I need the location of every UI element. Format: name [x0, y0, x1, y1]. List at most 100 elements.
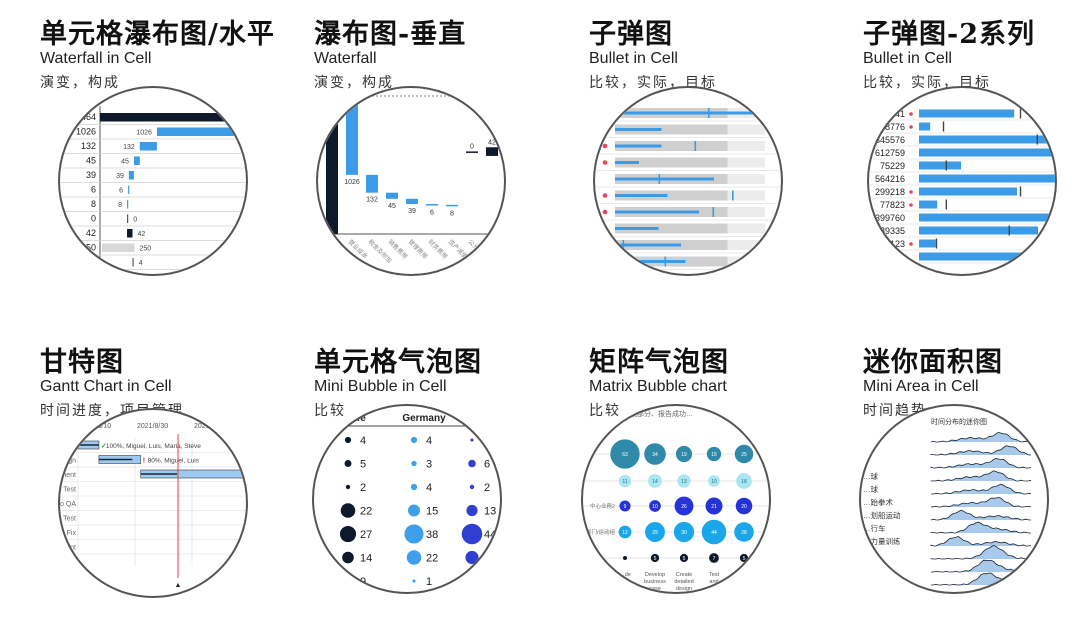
bubble-value: 63 [622, 452, 628, 458]
bubble-value: 30 [681, 530, 687, 536]
column-label: and [709, 579, 718, 585]
bullet-range-inner [615, 141, 728, 151]
bubble-value: 19 [681, 452, 687, 458]
matrix-bubble [709, 553, 719, 563]
bubble-value: 44 [711, 530, 717, 536]
bullet-actual-bar [919, 135, 1050, 144]
matrix-bubble [673, 521, 695, 543]
waterfall-bar [102, 243, 135, 252]
bullet-actual-bar [615, 210, 699, 214]
column-label: Develop [645, 572, 665, 578]
bubble-value: 22 [360, 506, 372, 518]
task-label: Test [63, 516, 76, 523]
bullet-actual-bar [615, 111, 758, 115]
bullet-actual-bar [919, 109, 1015, 118]
bullet-range-inner [615, 223, 728, 234]
column-label: design [676, 586, 692, 592]
row-value: 6 [91, 185, 96, 195]
row-label: …跆拳术 [863, 497, 893, 507]
bullet-actual-bar [919, 239, 936, 248]
card-subtitle: Bullet in Cell [863, 50, 952, 67]
matrix-bubble [679, 553, 689, 563]
bubble [410, 483, 418, 491]
card-bullet: 子弹图 Bullet in Cell 比较，实际，目标 [589, 6, 859, 296]
card-subtitle: Matrix Bubble chart [589, 378, 727, 395]
bubble-value: 27 [360, 529, 372, 541]
today-marker-icon: ▲ [175, 582, 182, 589]
bubble-value: 14 [652, 479, 658, 485]
bar-label: 45 [388, 203, 396, 210]
waterfall-bar [426, 204, 438, 206]
bullet-target-marker [935, 238, 938, 249]
card-waterfall-horizontal: 单元格瀑布图/水平 Waterfall in Cell 演变，构成 (亿)146… [40, 6, 310, 296]
row-label: …划船运动 [863, 510, 901, 520]
bullet-2-series-chart: 计378741168776345576612759752295642162992… [869, 96, 1055, 264]
bubble-value: 4 [426, 435, 432, 447]
bubble-value: 13 [681, 479, 687, 485]
alert-dot-icon [909, 242, 913, 246]
bubble-value: 9 [360, 576, 366, 588]
bubble-value: 11 [622, 479, 627, 485]
bubble [411, 460, 417, 467]
waterfall-bar [127, 200, 129, 209]
bubble-value: 12 [622, 530, 628, 536]
waterfall-bar [127, 229, 133, 238]
card-subtitle: Waterfall [314, 50, 377, 67]
bubble-value: 10 [652, 504, 658, 510]
waterfall-bar [326, 88, 338, 234]
waterfall-bar [133, 156, 140, 165]
bubble-value: 2 [360, 482, 366, 494]
bubble-value: 25 [741, 452, 747, 458]
bullet-actual-bar [615, 243, 681, 247]
date-tick: 2021/9/19 [194, 423, 225, 430]
bubble-value: 6 [484, 459, 490, 471]
row-value: 168776 [875, 122, 905, 132]
column-label: Test [709, 572, 720, 578]
column-label: detailed [674, 579, 693, 585]
card-description: 比较 [314, 403, 346, 419]
area-fill [931, 510, 1031, 520]
bullet-actual-bar [919, 174, 1055, 183]
row-value: 564216 [875, 174, 905, 184]
task-label: nt [70, 545, 76, 552]
bubble [344, 460, 352, 467]
waterfall-bar [466, 151, 478, 153]
mini-area-chart: 时间分布的迷你图…球…球…跆拳术…划船运动…行车…力量训练 [863, 417, 1032, 586]
bubble [407, 504, 421, 517]
matrix-bubble [618, 474, 632, 488]
matrix-bubble [701, 519, 727, 545]
bullet-actual-bar [615, 194, 668, 197]
matrix-bubble [735, 497, 753, 515]
bullet-chart [595, 108, 781, 270]
mini-bubble-chart: …e4522227149Germany4341538221Japan162134… [314, 413, 500, 588]
bubble-value: 5 [654, 556, 657, 562]
bullet-target-marker [622, 240, 625, 250]
bar-label: 1026 [344, 179, 360, 186]
area-line [930, 572, 1032, 586]
bullet-actual-bar [919, 226, 1038, 235]
bubble-value: 4 [426, 482, 432, 494]
bubble-value: 2 [484, 482, 490, 494]
bubble-value: 5 [743, 556, 746, 562]
column-label: business [644, 579, 666, 585]
header-label: 计 [873, 96, 881, 106]
bullet-target-marker [658, 174, 661, 184]
matrix-bubble [706, 446, 722, 462]
bar-label: 6 [119, 188, 123, 195]
row-label: …球 [863, 471, 879, 481]
header-label: (亿) [62, 98, 76, 108]
alert-dot-icon [909, 125, 913, 129]
bullet-actual-bar [615, 177, 714, 181]
waterfall-bar [346, 88, 358, 175]
bullet-target-marker [664, 256, 667, 267]
bubble [468, 459, 476, 468]
area-fill [931, 545, 1031, 559]
matrix-bubble [618, 525, 632, 539]
bullet-actual-bar [919, 213, 1055, 222]
bullet-target-marker [712, 207, 715, 217]
bullet-target-marker [1019, 186, 1022, 197]
